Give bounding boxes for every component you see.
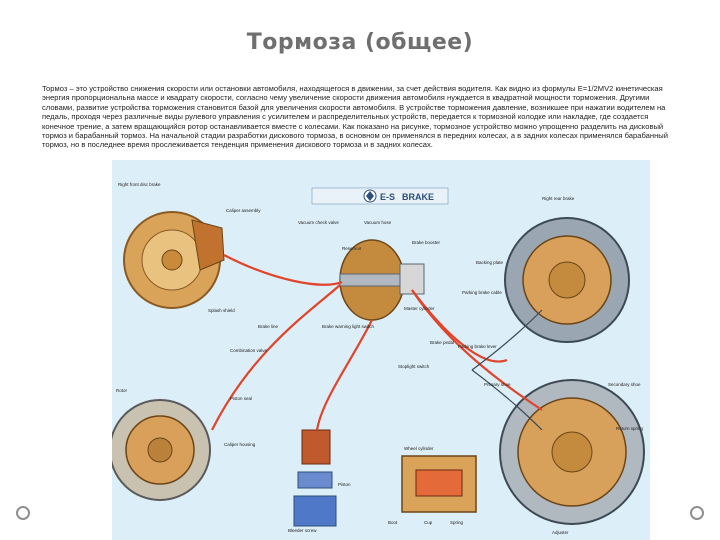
label-return-spring: Return spring <box>616 426 644 431</box>
brand-logo <box>311 187 449 205</box>
label-vacuum-check: Vacuum check valve <box>298 220 339 225</box>
label-parking-lever: Parking brake lever <box>458 344 497 349</box>
left-bullet-circle <box>16 506 30 520</box>
label-brake-booster: Brake booster <box>412 240 441 245</box>
label-primary-shoe: Primary shoe <box>484 382 511 387</box>
label-bleeder-screw: Bleeder screw <box>288 528 317 533</box>
label-boot: Boot <box>388 520 398 525</box>
front-disc-brake-top <box>123 211 225 309</box>
label-backing-plate: Backing plate <box>476 260 504 265</box>
label-right-front-disc: Right front disc brake <box>118 182 161 187</box>
label-spring: Spring <box>450 520 464 525</box>
brake-system-diagram: E-S BRAKE <box>112 160 650 540</box>
label-parking-cable: Parking brake cable <box>462 290 502 295</box>
label-piston: Piston <box>338 482 351 487</box>
label-wheel-cylinder: Wheel cylinder <box>404 446 434 451</box>
label-caliper-housing: Caliper housing <box>224 442 256 447</box>
label-rotor: Rotor <box>116 388 128 393</box>
label-adjuster: Adjuster <box>552 530 569 535</box>
brand-sub-text: BRAKE <box>402 192 434 202</box>
label-brake-line: Brake line <box>258 324 279 329</box>
right-bullet-circle <box>690 506 704 520</box>
brake-lines <box>211 254 543 431</box>
brake-diagram-svg: E-S BRAKE <box>112 182 645 535</box>
label-brake-warning: Brake warning light switch <box>322 324 375 329</box>
label-reservoir: Reservoir <box>342 246 362 251</box>
front-disc-brake-bottom <box>112 399 211 501</box>
label-right-rear-brake: Right rear brake <box>542 196 575 201</box>
label-stoplight: Stoplight switch <box>398 364 430 369</box>
label-master-cylinder: Master cylinder <box>404 306 435 311</box>
caliper-exploded <box>293 429 337 527</box>
slide-body-text: Тормоз – это устройство снижения скорост… <box>42 84 668 150</box>
label-brake-pedal: Brake pedal <box>430 340 454 345</box>
rear-drum-brake-top <box>504 217 630 343</box>
label-vacuum-hose: Vacuum hose <box>364 220 392 225</box>
label-cup: Cup <box>424 520 433 525</box>
label-secondary-shoe: Secondary shoe <box>608 382 641 387</box>
rear-drum-brake-bottom <box>499 379 645 525</box>
label-splash-shield: Splash shield <box>208 308 235 313</box>
slide-title: Тормоза (общее) <box>246 30 474 55</box>
label-piston-seal: Piston seal <box>230 396 252 401</box>
wheel-cylinder-cutaway <box>401 455 477 513</box>
parking-brake-cable <box>471 309 543 431</box>
label-combination-valve: Combination valve <box>230 348 268 353</box>
label-caliper: Caliper assembly <box>226 208 261 213</box>
booster-master-cylinder <box>339 239 425 321</box>
brand-text: E-S <box>380 192 395 202</box>
